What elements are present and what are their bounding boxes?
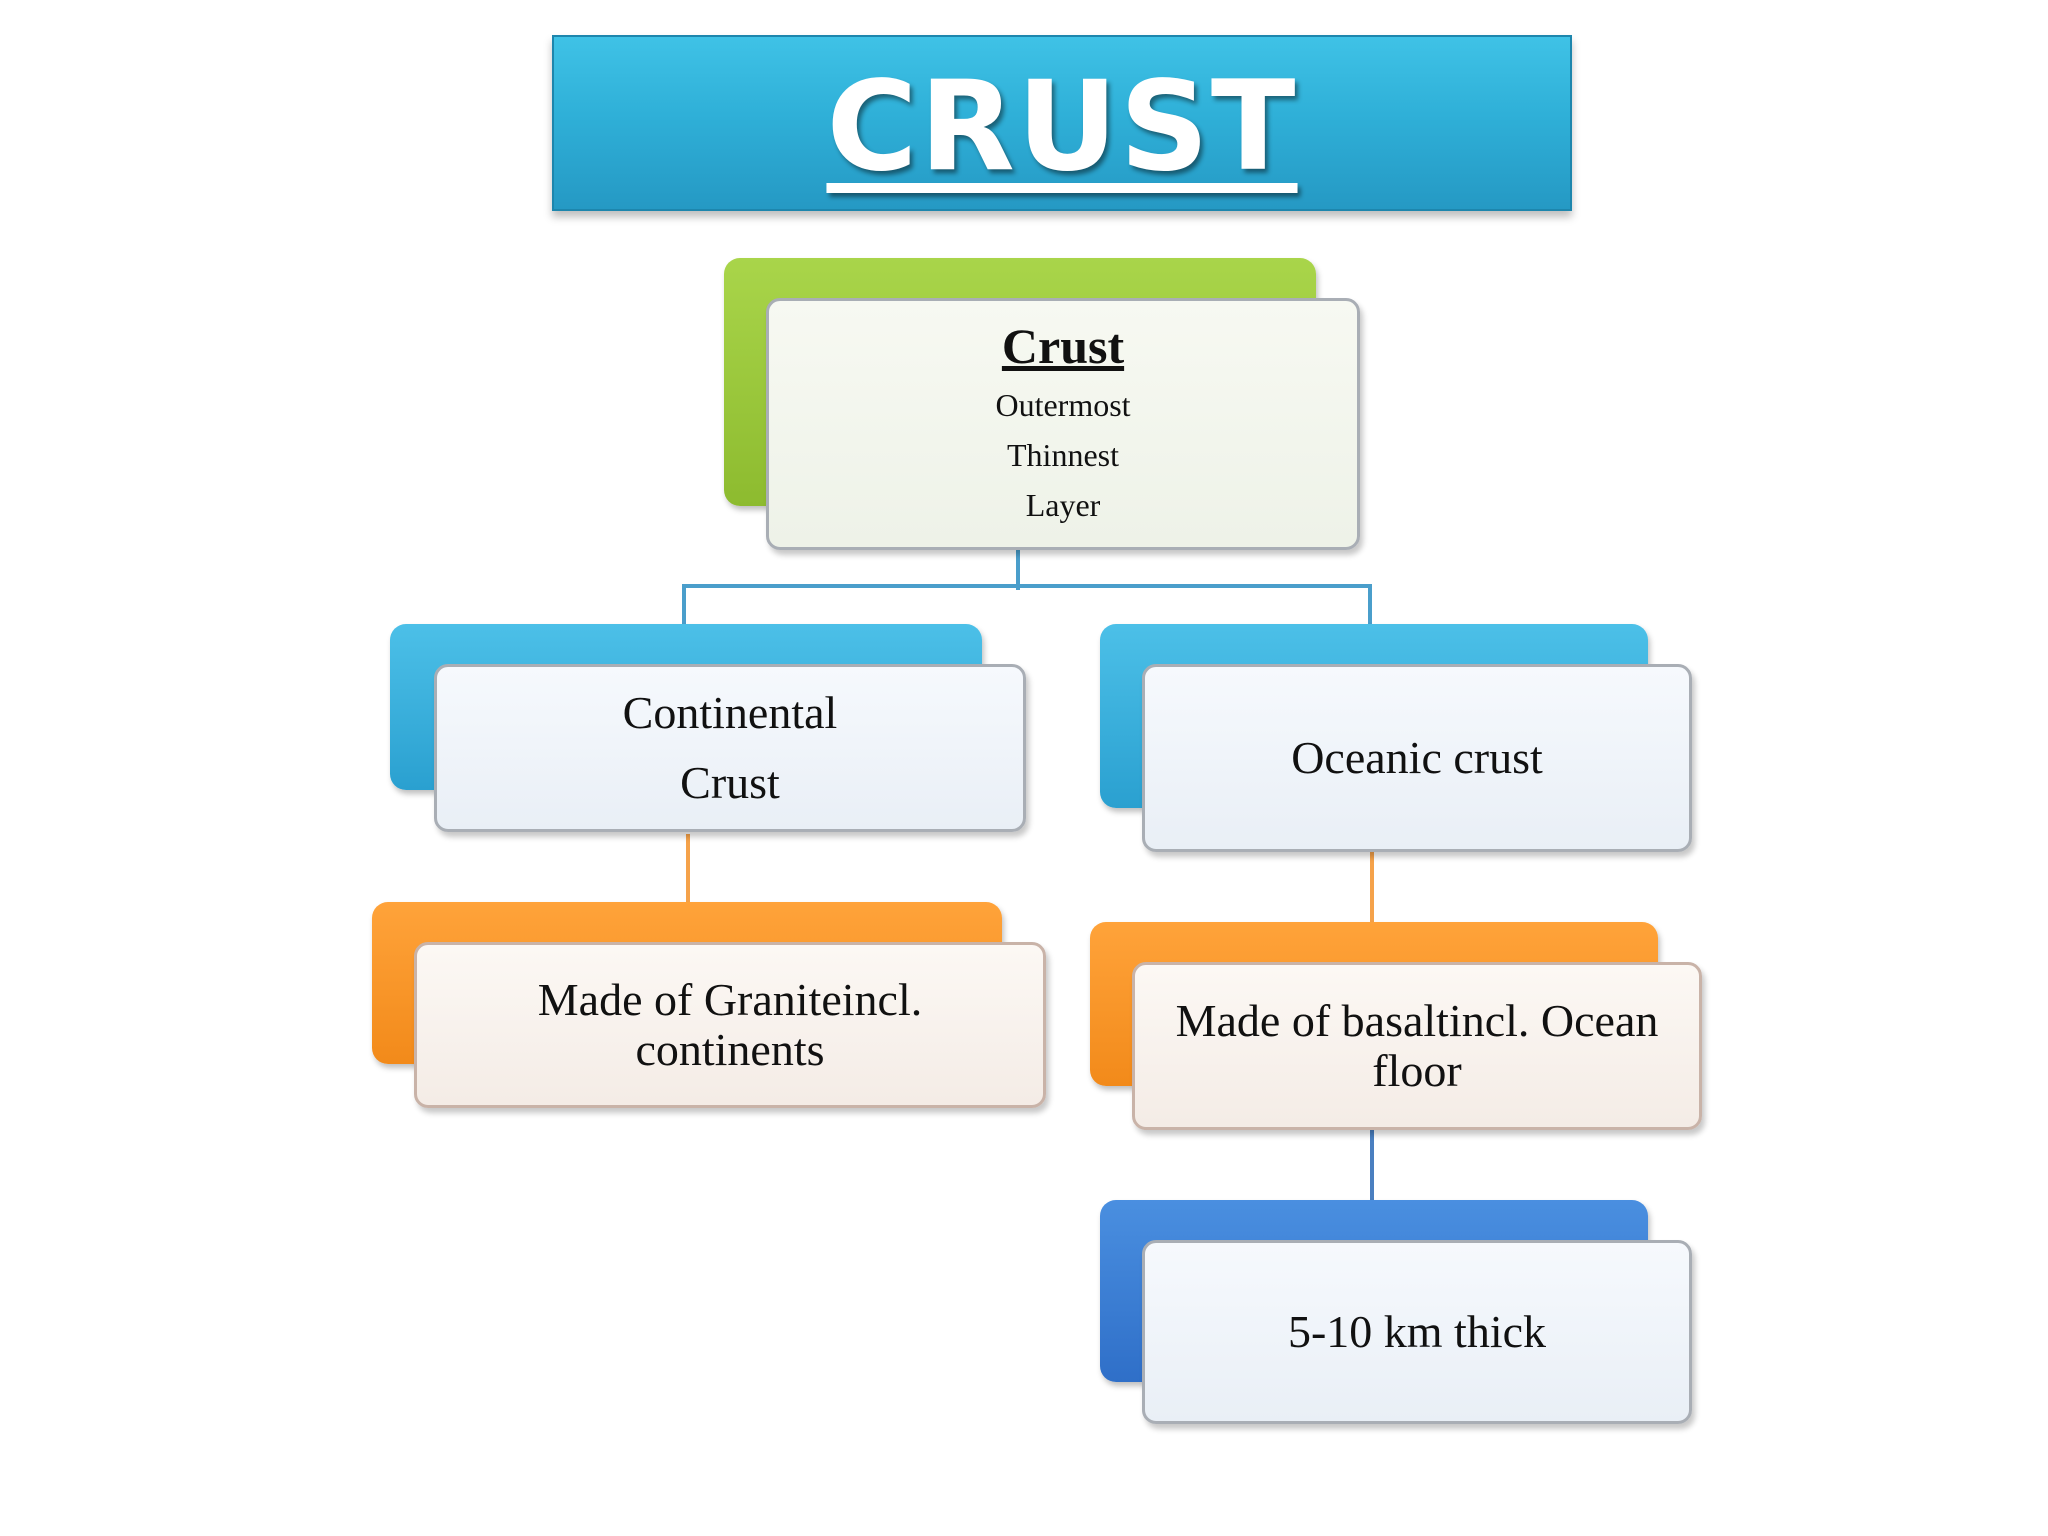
granite-node-line: Made of Graniteincl. (537, 974, 923, 1025)
connector-horizontal (682, 584, 1372, 588)
root-node-line: Thinnest (1007, 437, 1119, 473)
basalt-node-line: Made of basaltincl. Ocean (1175, 995, 1659, 1046)
basalt-node-line: floor (1372, 1045, 1462, 1096)
continental-node-card: Continental Crust (434, 664, 1026, 832)
root-node-line: Outermost (995, 387, 1131, 423)
connector-right-drop (1368, 584, 1372, 628)
thickness-node-text: 5-10 km thick (1287, 1306, 1547, 1357)
root-node-line: Layer (1025, 487, 1101, 523)
basalt-node-card: Made of basaltincl. Ocean floor (1132, 962, 1702, 1130)
oceanic-node-title: Oceanic crust (1291, 732, 1543, 783)
root-node-title: Crust (1001, 318, 1125, 374)
title-banner: CRUST (552, 35, 1572, 211)
oceanic-node-card: Oceanic crust (1142, 664, 1692, 852)
connector-root-stem (1016, 548, 1020, 590)
connector-left-detail (686, 834, 690, 904)
granite-node-line: continents (635, 1024, 825, 1075)
connector-right-thickness (1370, 1130, 1374, 1202)
connector-right-detail (1370, 852, 1374, 924)
thickness-node-card: 5-10 km thick (1142, 1240, 1692, 1424)
connector-left-drop (682, 584, 686, 628)
granite-node-card: Made of Graniteincl. continents (414, 942, 1046, 1108)
continental-node-line: Continental (622, 687, 838, 738)
continental-node-line: Crust (680, 757, 780, 808)
root-node-card: Crust Outermost Thinnest Layer (766, 298, 1360, 550)
banner-title: CRUST (826, 55, 1298, 199)
